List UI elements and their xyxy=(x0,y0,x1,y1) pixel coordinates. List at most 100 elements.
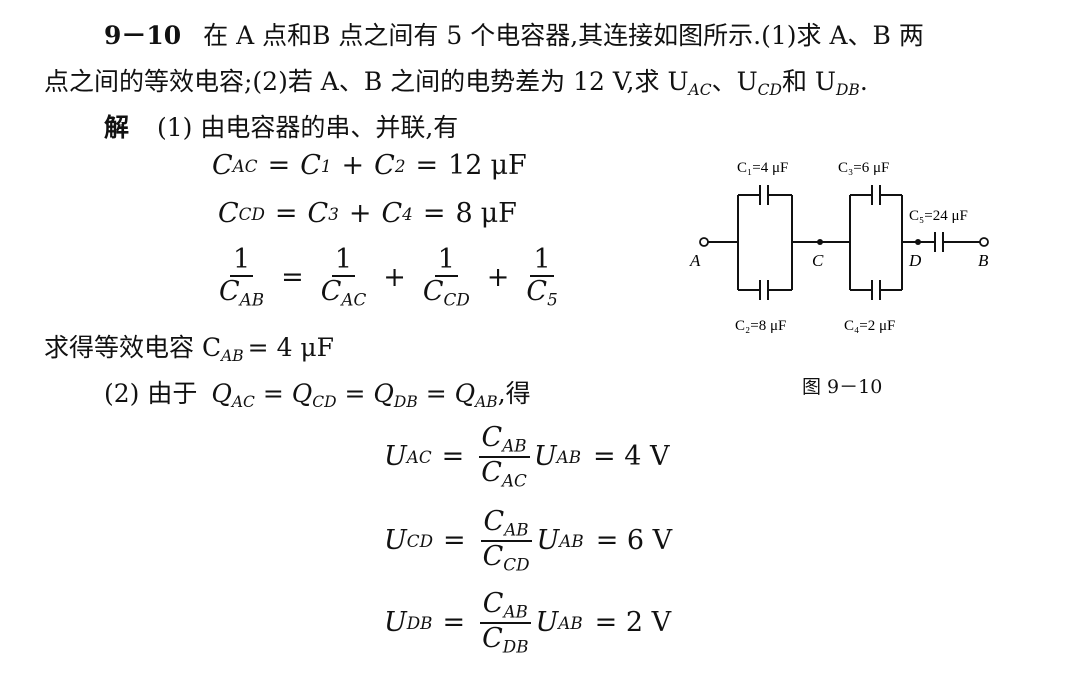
chain-s4: AB xyxy=(475,392,498,411)
problem-number: 9－10 xyxy=(104,21,182,50)
frac-1-c5-sub: 5 xyxy=(547,289,558,310)
chain-eq2: = xyxy=(344,379,366,408)
frac-1-cab-den: CAB xyxy=(219,276,265,310)
eq3-plus-1: + xyxy=(383,262,406,294)
eq1-unit: μF xyxy=(490,150,527,181)
eq2-t2: C xyxy=(381,198,403,229)
node-d-dot xyxy=(915,239,921,245)
chain-q4: Q xyxy=(454,379,476,408)
eq2-unit: μF xyxy=(480,198,517,229)
udb-frac-num: CAB xyxy=(479,589,531,624)
frac-1-c5-num: 1 xyxy=(530,245,554,278)
ucd-frac-den: CCD xyxy=(482,540,530,575)
problem-sep-1: 、U xyxy=(711,67,758,96)
udb-num-sub: AB xyxy=(503,601,528,622)
eq2-t1-sub: 3 xyxy=(328,203,339,224)
uac-equals: = xyxy=(441,441,465,473)
uac-rhs-sub: AB xyxy=(556,446,581,467)
udb-frac-den: CDB xyxy=(482,622,529,657)
chain-s3: DB xyxy=(393,392,418,411)
label-node-a: A xyxy=(689,251,701,270)
problem-end: . xyxy=(859,67,868,96)
chain-tail: ,得 xyxy=(497,379,531,408)
part2-intro: (2) 由于 QAC = QCD = QDB = QAB,得 xyxy=(104,374,531,411)
eq3-equals: = xyxy=(281,262,304,294)
udb-rhs-sub: AB xyxy=(558,612,583,633)
chain-s1: AC xyxy=(231,392,255,411)
ucd-result: = 6 V xyxy=(595,525,673,557)
eq1-equals: = xyxy=(267,150,291,181)
ucd-rhs-u: U xyxy=(536,525,560,557)
label-c1: C₁=4 μF xyxy=(737,160,788,176)
problem-sep-2: 和 U xyxy=(781,67,836,96)
result1-pre: 求得等效电容 C xyxy=(44,333,222,362)
chain-q2: Q xyxy=(291,379,313,408)
chain-q1: Q xyxy=(211,379,232,408)
uac-frac-den: CAC xyxy=(481,456,527,491)
uac-lhs: U xyxy=(384,441,407,473)
udb-rhs-u: U xyxy=(535,607,559,639)
uac-lhs-sub: AC xyxy=(406,446,432,467)
label-node-c: C xyxy=(812,251,824,270)
label-c4: C₄=2 μF xyxy=(844,318,895,334)
terminal-b xyxy=(979,237,989,247)
figure-caption: 图 9－10 xyxy=(802,376,883,398)
eq1-lhs-sub: AC xyxy=(232,155,258,176)
eq2-plus: + xyxy=(348,198,372,229)
node-c-dot xyxy=(817,239,823,245)
uac-frac: CAB CAC xyxy=(478,423,530,491)
problem-text-2: 点之间的等效电容;(2)若 A、B 之间的电势差为 12 V,求 U xyxy=(44,67,689,96)
ucd-den-sub: CD xyxy=(503,554,530,575)
eq2-value: 8 xyxy=(455,198,473,229)
eq3-plus-2: + xyxy=(486,262,510,294)
problem-line-2: 点之间的等效电容;(2)若 A、B 之间的电势差为 12 V,求 UAC、UCD… xyxy=(44,62,868,99)
frac-1-ccd-num: 1 xyxy=(434,245,458,278)
chain-eq3: = xyxy=(425,379,447,408)
chain-s2: CD xyxy=(312,392,337,411)
problem-sub-ac: AC xyxy=(688,80,712,99)
ucd-lhs-sub: CD xyxy=(406,530,433,551)
label-node-b: B xyxy=(978,251,989,270)
eq2-lhs-sub: CD xyxy=(238,203,265,224)
frac-1-cab-num: 1 xyxy=(229,245,254,278)
result1-sub: AB xyxy=(221,346,244,365)
eq1-t1: C xyxy=(300,150,321,181)
ucd-lhs: U xyxy=(384,525,407,557)
frac-1-cab: 1 CAB xyxy=(216,245,267,310)
udb-frac: CAB CDB xyxy=(479,589,531,657)
part1-intro: (1) 由电容器的串、并联,有 xyxy=(156,113,459,142)
circuit-diagram: C₁=4 μF C₃=6 μF C₅=24 μF C₂=8 μF C₄=2 μF… xyxy=(689,160,989,334)
frac-1-cac-num: 1 xyxy=(331,245,356,278)
chain-q3: Q xyxy=(373,379,394,408)
chain-eq1: = xyxy=(262,379,284,408)
eq2-equals-2: = xyxy=(422,198,446,229)
label-c5: C₅=24 μF xyxy=(909,208,968,224)
solution-label: 解 xyxy=(104,113,130,142)
eq2-equals: = xyxy=(274,198,298,229)
solution-intro: 解 (1) 由电容器的串、并联,有 xyxy=(104,108,458,144)
label-c2: C₂=8 μF xyxy=(735,318,786,334)
eq1-t2: C xyxy=(374,150,395,181)
result1-post: = 4 μF xyxy=(247,333,335,362)
ucd-equals: = xyxy=(443,525,466,557)
frac-1-cab-sub: AB xyxy=(239,289,265,310)
frac-1-c5: 1 C5 xyxy=(523,245,560,310)
uac-rhs-u: U xyxy=(533,441,557,473)
part2-intro-text: (2) 由于 xyxy=(104,379,198,408)
udb-den-sub: DB xyxy=(502,636,529,657)
equation-cab-reciprocal: 1 CAB = 1 CAC + 1 CCD + 1 C5 xyxy=(212,245,565,310)
eq1-lhs: C xyxy=(212,150,233,181)
label-node-d: D xyxy=(908,251,922,270)
frac-1-cac-sub: AC xyxy=(341,289,367,310)
udb-result: = 2 V xyxy=(594,607,672,639)
frac-1-ccd: 1 CCD xyxy=(420,245,473,310)
uac-frac-num: CAB xyxy=(478,423,530,458)
terminal-a xyxy=(699,237,709,247)
problem-sub-db: DB xyxy=(835,80,860,99)
frac-1-ccd-sub: CD xyxy=(443,289,470,310)
udb-lhs-sub: DB xyxy=(406,612,433,633)
